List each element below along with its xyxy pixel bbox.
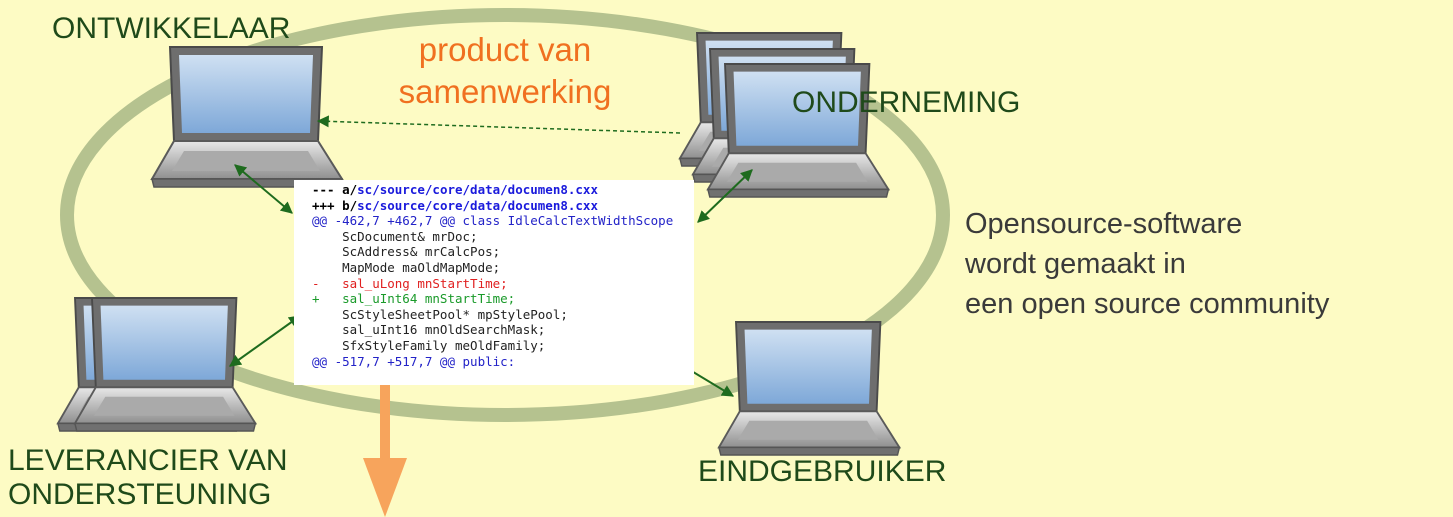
diff-hunk-header: @@ -462,7 +462,7 @@ class IdleCalcTextWi… bbox=[312, 213, 674, 229]
developer-laptop-icon bbox=[151, 46, 343, 188]
description-line3: een open source community bbox=[965, 288, 1330, 320]
diff-header-plus: +++ b/sc/source/core/data/documen8.cxx bbox=[312, 197, 598, 213]
support-vendor-label-line1: LEVERANCIER VAN bbox=[8, 444, 288, 477]
diff-removed-line: - sal_uLong mnStartTime; bbox=[312, 275, 508, 291]
end-user-label: EINDGEBRUIKER bbox=[698, 455, 947, 488]
diff-hunk-header: @@ -517,7 +517,7 @@ public: bbox=[312, 353, 516, 369]
developer-label: ONTWIKKELAAR bbox=[52, 12, 291, 45]
support-vendor-label-line2: ONDERSTEUNING bbox=[8, 478, 272, 511]
collaboration-line1: product van bbox=[418, 31, 592, 68]
support-vendor-laptop-stack-icon bbox=[56, 297, 257, 432]
output-arrow bbox=[363, 362, 407, 517]
diff-context-line: ScDocument& mrDoc; bbox=[312, 228, 478, 244]
collaboration-line2: samenwerking bbox=[398, 73, 612, 110]
diff-context-line: SfxStyleFamily meOldFamily; bbox=[312, 337, 546, 353]
description-line1: Opensource-software bbox=[965, 208, 1243, 240]
end-user-laptop-icon bbox=[717, 321, 901, 456]
diff-context-line: ScStyleSheetPool* mpStylePool; bbox=[312, 306, 568, 322]
diff-context-line: sal_uInt16 mnOldSearchMask; bbox=[312, 322, 546, 338]
contribution-dashed-arrow bbox=[316, 115, 681, 134]
diff-header-minus: --- a/sc/source/core/data/documen8.cxx bbox=[312, 182, 598, 197]
support-vendor-link-arrow bbox=[229, 315, 301, 367]
code-diff-panel: --- a/sc/source/core/data/documen8.cxx +… bbox=[294, 180, 694, 385]
description-line2: wordt gemaakt in bbox=[965, 248, 1186, 280]
community-ring bbox=[60, 8, 950, 422]
diff-context-line: ScAddress& mrCalcPos; bbox=[312, 244, 501, 260]
enterprise-link-arrow bbox=[697, 169, 753, 223]
diff-added-line: + sal_uInt64 mnStartTime; bbox=[312, 291, 516, 307]
developer-link-arrow bbox=[234, 164, 293, 214]
enterprise-label: ONDERNEMING bbox=[792, 86, 1021, 119]
diff-context-line: MapMode maOldMapMode; bbox=[312, 259, 501, 275]
